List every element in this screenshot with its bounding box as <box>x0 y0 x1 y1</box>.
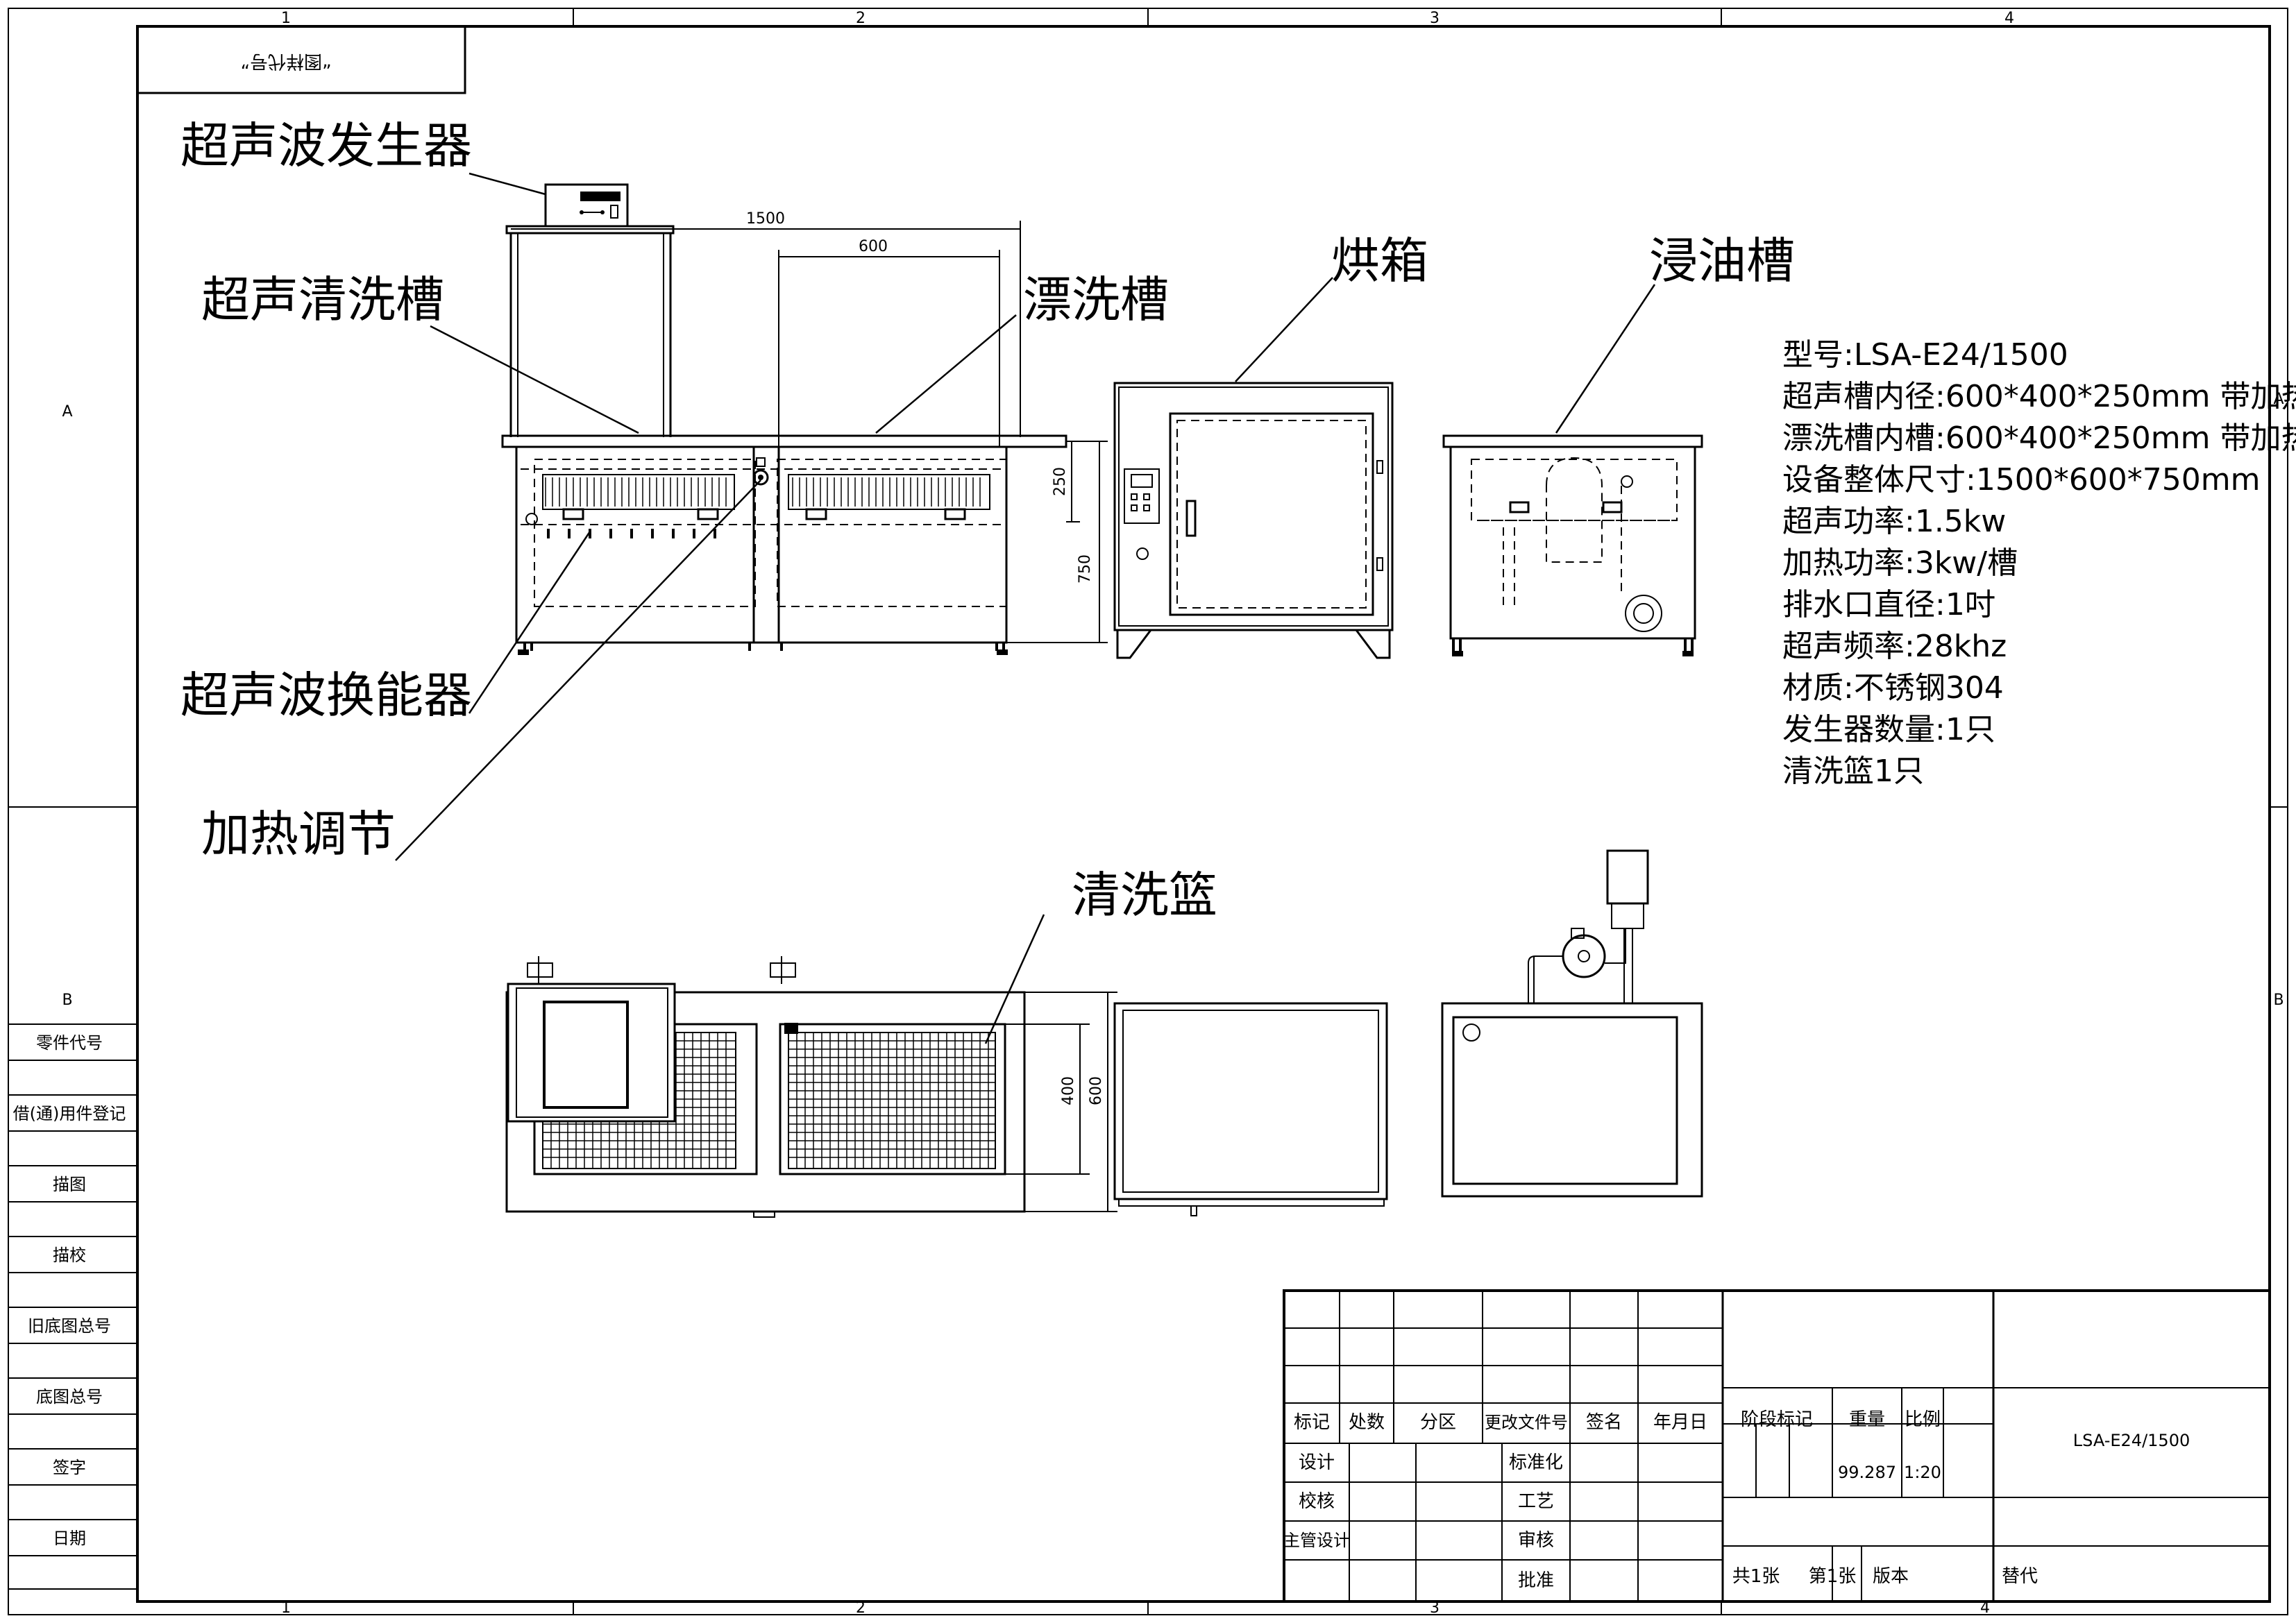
dim-tank-width: 400 <box>1060 1076 1077 1105</box>
side-borrowed-parts: 借(通)用件登记 <box>13 1104 126 1123</box>
front-view-dimensions: 1500 600 250 750 <box>511 210 1108 643</box>
oil-tank-side-view <box>1442 434 1703 656</box>
spec-line: 超声功率:1.5kw <box>1782 504 2006 539</box>
leader-lines <box>395 172 1656 1044</box>
rinse-basket-mesh <box>788 1033 995 1169</box>
zone-col-4-bottom: 4 <box>1980 1599 1990 1617</box>
spec-line: 超声频率:28khz <box>1782 629 2007 664</box>
tb-header-signature: 签名 <box>1586 1412 1622 1433</box>
side-date: 日期 <box>53 1529 86 1548</box>
label-heat-adjust: 加热调节 <box>201 806 396 863</box>
tb-approval-std: 标准化 <box>1509 1452 1563 1473</box>
dim-tank-length: 600 <box>859 238 888 255</box>
spec-line: 清洗篮1只 <box>1782 754 1924 789</box>
zone-col-2-top: 2 <box>856 10 866 27</box>
label-oil-tank: 浸油槽 <box>1649 232 1795 289</box>
tb-sheet-number: 第1张 <box>1809 1566 1857 1587</box>
tb-role-check: 校核 <box>1299 1491 1335 1512</box>
dim-tank-depth: 250 <box>1052 467 1069 496</box>
zone-row-a-right: A <box>2273 391 2284 408</box>
tb-approval-approve: 批准 <box>1518 1570 1554 1591</box>
front-view-machine <box>501 183 1067 655</box>
tb-role-chief: 主管设计 <box>1283 1531 1350 1550</box>
oil-tank-top-view <box>1441 849 1703 1198</box>
tb-replaces: 替代 <box>2002 1566 2038 1587</box>
tb-header-change-doc: 更改文件号 <box>1485 1413 1568 1432</box>
spec-line: 发生器数量:1只 <box>1782 712 1995 747</box>
oven-view <box>1113 382 1394 659</box>
side-signature: 签字 <box>53 1458 86 1477</box>
label-ultrasonic-tank: 超声清洗槽 <box>201 271 444 328</box>
zone-col-3-bottom: 3 <box>1430 1599 1440 1617</box>
spec-line: 漂洗槽内槽:600*400*250mm 带加热 <box>1782 420 2296 456</box>
tb-approval-process: 工艺 <box>1518 1491 1554 1512</box>
stamp-text: “图样代号” <box>241 51 332 71</box>
zone-row-b-right: B <box>2273 992 2284 1009</box>
side-trace-check: 描校 <box>53 1246 86 1265</box>
tb-drawing-number: LSA-E24/1500 <box>2073 1431 2190 1450</box>
tb-approval-review: 审核 <box>1518 1530 1554 1551</box>
tb-header-count: 处数 <box>1349 1412 1385 1433</box>
spec-line: 材质:不锈钢304 <box>1782 670 2004 706</box>
spec-line: 超声槽内径:600*400*250mm 带加热 <box>1782 379 2296 414</box>
dim-overall-length: 1500 <box>746 210 785 228</box>
tb-header-zone: 分区 <box>1420 1412 1456 1433</box>
tb-role-design: 设计 <box>1299 1452 1335 1473</box>
tb-sheets-total: 共1张 <box>1732 1566 1780 1587</box>
zone-col-2-bottom: 2 <box>856 1599 866 1617</box>
side-part-code: 零件代号 <box>36 1033 103 1053</box>
spec-list: 型号:LSA-E24/1500 超声槽内径:600*400*250mm 带加热 … <box>1782 337 2296 789</box>
top-view-machine: 400 600 <box>505 956 1117 1218</box>
callout-labels: 超声波发生器 超声清洗槽 漂洗槽 烘箱 浸油槽 超声波换能器 加热调节 清洗篮 <box>180 117 1795 924</box>
zone-col-1-bottom: 1 <box>281 1599 291 1617</box>
side-base-no: 底图总号 <box>36 1387 103 1407</box>
zone-col-3-top: 3 <box>1430 10 1440 27</box>
tb-header-date: 年月日 <box>1653 1412 1707 1433</box>
label-ultrasonic-generator: 超声波发生器 <box>180 117 472 174</box>
sheet-frame <box>8 8 2288 1615</box>
label-rinse-tank: 漂洗槽 <box>1023 271 1169 328</box>
tb-header-mark: 标记 <box>1294 1412 1330 1433</box>
side-tracing: 描图 <box>53 1175 86 1194</box>
dim-overall-width: 600 <box>1088 1076 1105 1105</box>
spec-line: 型号:LSA-E24/1500 <box>1782 337 2068 373</box>
spec-line: 设备整体尺寸:1500*600*750mm <box>1782 462 2261 498</box>
zone-row-a-left: A <box>62 403 72 420</box>
oven-top-view <box>1113 1002 1388 1216</box>
tb-scale-label: 比例 <box>1905 1409 1941 1430</box>
zone-col-4-top: 4 <box>2004 10 2014 27</box>
dim-total-height: 750 <box>1077 554 1094 584</box>
spec-line: 排水口直径:1吋 <box>1782 587 1995 622</box>
side-panel: 零件代号 借(通)用件登记 描图 描校 旧底图总号 底图总号 签字 日期 <box>8 1023 137 1590</box>
title-block: 标记 处数 分区 更改文件号 签名 年月日 设计 校核 主管设计 标准化 工艺 … <box>1283 1289 2271 1603</box>
zone-col-1-top: 1 <box>281 10 291 27</box>
tb-version: 版本 <box>1873 1566 1909 1587</box>
zone-row-b-left: B <box>62 992 72 1009</box>
zone-markers: 1 2 3 4 1 2 3 4 A A B B <box>62 10 2284 1617</box>
tb-weight-label: 重量 <box>1849 1409 1885 1430</box>
tb-stage-mark: 阶段标记 <box>1741 1409 1813 1430</box>
tb-weight-value: 99.287 <box>1838 1463 1896 1482</box>
side-old-base-no: 旧底图总号 <box>28 1316 111 1336</box>
spec-line: 加热功率:3kw/槽 <box>1782 545 2018 581</box>
label-basket: 清洗篮 <box>1072 867 1217 924</box>
drawing-code-stamp: “图样代号” <box>136 25 466 94</box>
label-oven: 烘箱 <box>1331 232 1428 289</box>
label-transducer: 超声波换能器 <box>180 667 472 724</box>
tb-scale-value: 1:20 <box>1904 1463 1941 1482</box>
